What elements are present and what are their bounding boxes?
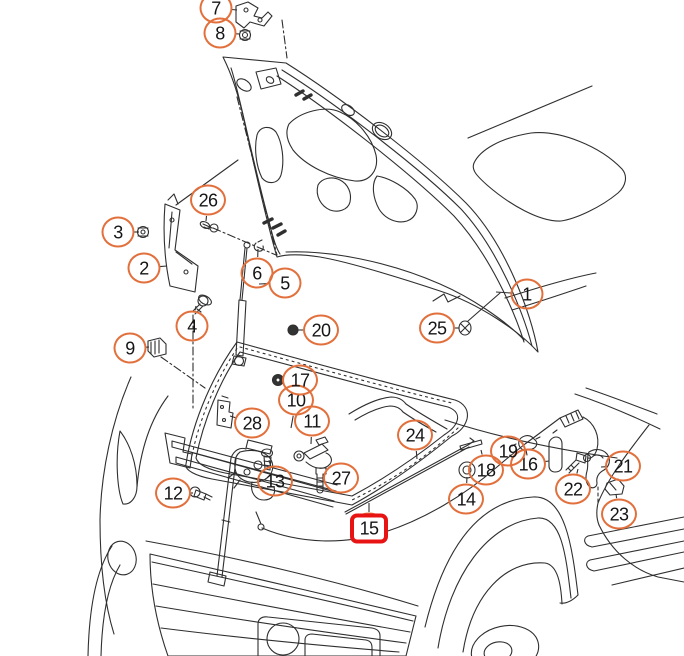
callout-number: 9 xyxy=(125,338,135,358)
callout-number: 22 xyxy=(563,479,583,499)
callout-number: 11 xyxy=(303,411,321,431)
leader-line xyxy=(480,449,483,455)
leader-line xyxy=(495,291,512,294)
callout-19[interactable]: 19 xyxy=(490,435,526,467)
callout-number: 16 xyxy=(518,454,538,474)
callout-number: 5 xyxy=(280,273,290,293)
callout-17[interactable]: 17 xyxy=(282,364,318,396)
callout-number: 15 xyxy=(359,518,379,538)
leader-line xyxy=(268,459,272,466)
callout-18[interactable]: 18 xyxy=(468,454,504,486)
callout-13[interactable]: 13 xyxy=(257,465,293,497)
callout-number: 1 xyxy=(522,284,532,304)
callout-23[interactable]: 23 xyxy=(601,498,637,530)
callout-12[interactable]: 12 xyxy=(155,477,191,509)
callout-15[interactable]: 15 xyxy=(350,512,388,544)
leader-line xyxy=(290,415,294,429)
callout-number: 19 xyxy=(498,441,518,461)
callout-6[interactable]: 6 xyxy=(240,257,274,289)
callout-27[interactable]: 27 xyxy=(323,462,359,494)
callout-number: 6 xyxy=(252,263,262,283)
callout-number: 20 xyxy=(311,320,331,340)
callout-number: 7 xyxy=(211,0,221,18)
callout-number: 12 xyxy=(163,483,183,503)
body-front-left xyxy=(88,377,418,656)
callout-4[interactable]: 4 xyxy=(175,310,209,342)
hood-hinge-top xyxy=(236,2,272,41)
callout-number: 14 xyxy=(456,489,476,509)
callout-3[interactable]: 3 xyxy=(101,216,135,248)
callout-9[interactable]: 9 xyxy=(113,332,147,364)
callout-number: 28 xyxy=(242,413,262,433)
callout-22[interactable]: 22 xyxy=(555,473,591,505)
latch-small-parts xyxy=(190,396,331,500)
callout-number: 26 xyxy=(198,190,218,210)
callout-number: 17 xyxy=(290,370,310,390)
callout-number: 2 xyxy=(139,258,149,278)
callout-number: 24 xyxy=(405,425,425,445)
leader-line xyxy=(194,305,197,311)
callout-25[interactable]: 25 xyxy=(419,312,455,344)
callout-11[interactable]: 11 xyxy=(294,405,330,437)
leader-line xyxy=(615,493,618,499)
leader-line xyxy=(415,450,418,460)
callout-number: 3 xyxy=(113,222,123,242)
callout-number: 18 xyxy=(476,460,496,480)
callout-number: 23 xyxy=(609,504,629,524)
callout-2[interactable]: 2 xyxy=(127,252,161,284)
callout-number: 8 xyxy=(215,23,225,43)
callout-20[interactable]: 20 xyxy=(303,314,339,346)
callout-21[interactable]: 21 xyxy=(605,450,641,482)
leader-line xyxy=(231,8,238,11)
leader-line xyxy=(159,265,168,268)
callout-1[interactable]: 1 xyxy=(510,278,544,310)
leader-line xyxy=(576,468,579,474)
callout-26[interactable]: 26 xyxy=(190,184,226,216)
callout-24[interactable]: 24 xyxy=(397,419,433,451)
callout-number: 27 xyxy=(331,468,351,488)
callout-number: 25 xyxy=(427,318,447,338)
callout-number: 10 xyxy=(286,390,306,410)
leader-line xyxy=(205,215,208,222)
callout-number: 21 xyxy=(613,456,633,476)
callout-number: 13 xyxy=(265,471,285,491)
callout-28[interactable]: 28 xyxy=(234,407,270,439)
callout-number: 4 xyxy=(187,316,197,336)
hood-panel xyxy=(223,20,538,352)
callout-8[interactable]: 8 xyxy=(203,17,237,49)
callout-14[interactable]: 14 xyxy=(448,483,484,515)
highlight-box xyxy=(350,513,388,543)
body-right-side xyxy=(425,420,684,656)
